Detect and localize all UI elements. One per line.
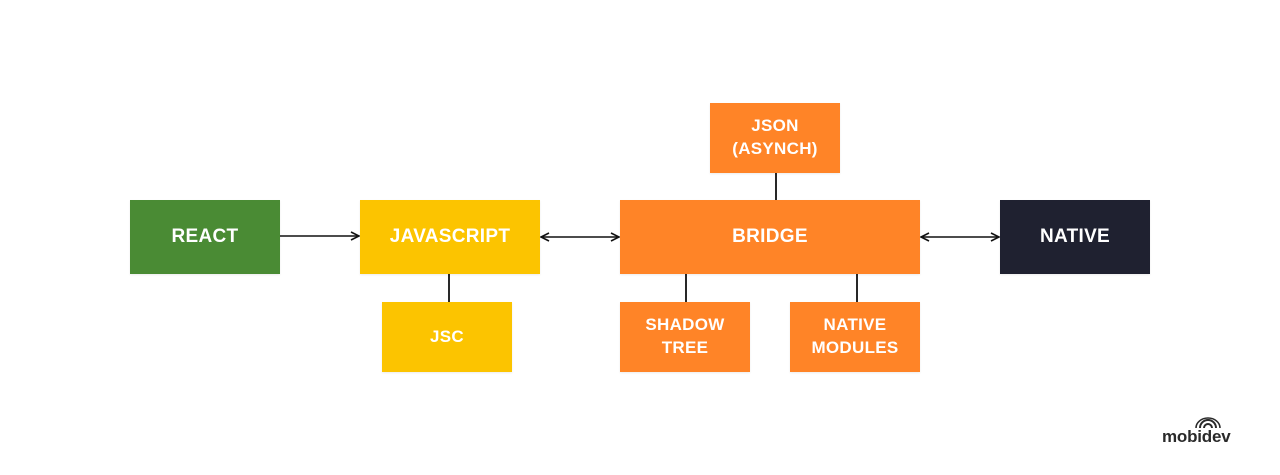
node-bridge-label: BRIDGE bbox=[732, 226, 808, 248]
node-javascript: JAVASCRIPT bbox=[360, 200, 540, 274]
node-shadow-tree-label: SHADOW TREE bbox=[645, 315, 725, 357]
node-jsc: JSC bbox=[382, 302, 512, 372]
mobidev-logo: mobidev bbox=[1162, 415, 1248, 447]
node-react: REACT bbox=[130, 200, 280, 274]
node-react-label: REACT bbox=[171, 226, 239, 248]
signal-waves-icon bbox=[1195, 417, 1221, 429]
node-json-asynch: JSON (ASYNCH) bbox=[710, 103, 840, 173]
node-native: NATIVE bbox=[1000, 200, 1150, 274]
node-jsc-label: JSC bbox=[430, 326, 464, 346]
node-native-modules: NATIVE MODULES bbox=[790, 302, 920, 372]
node-native-label: NATIVE bbox=[1039, 226, 1111, 248]
node-native-modules-label: NATIVE MODULES bbox=[811, 315, 899, 357]
logo-text: mobidev bbox=[1162, 427, 1231, 446]
node-javascript-label: JAVASCRIPT bbox=[389, 226, 511, 248]
node-shadow-tree: SHADOW TREE bbox=[620, 302, 750, 372]
node-bridge: BRIDGE bbox=[620, 200, 920, 274]
node-json-label: JSON (ASYNCH) bbox=[732, 116, 818, 158]
